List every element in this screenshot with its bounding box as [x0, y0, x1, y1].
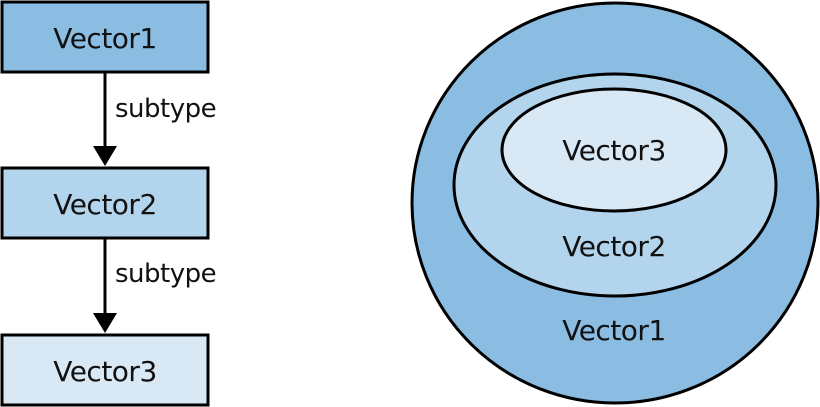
- vector1-box: [0, 0, 210, 74]
- vector3-box-label: Vector3: [53, 355, 157, 388]
- vector2-box-label: Vector2: [53, 188, 157, 221]
- subtype-arrowhead-1: [93, 146, 117, 166]
- hierarchy-chain: Vector1 subtype Vector2 subtype Vector3: [0, 0, 217, 407]
- vector1-set-label: Vector1: [562, 314, 666, 347]
- subtype-arrowhead-2: [93, 313, 117, 333]
- nested-sets: Vector3 Vector2 Vector1: [410, 1, 820, 405]
- subtype-edge-label-1: subtype: [115, 94, 216, 124]
- vector3-set: [500, 87, 728, 213]
- vector2-set-label: Vector2: [562, 230, 666, 263]
- vector1-box-label: Vector1: [53, 22, 157, 55]
- vector3-set-label: Vector3: [562, 134, 666, 167]
- subtype-edge-label-2: subtype: [115, 259, 216, 289]
- vector2-box: [0, 166, 210, 240]
- vector3-box: [0, 333, 210, 407]
